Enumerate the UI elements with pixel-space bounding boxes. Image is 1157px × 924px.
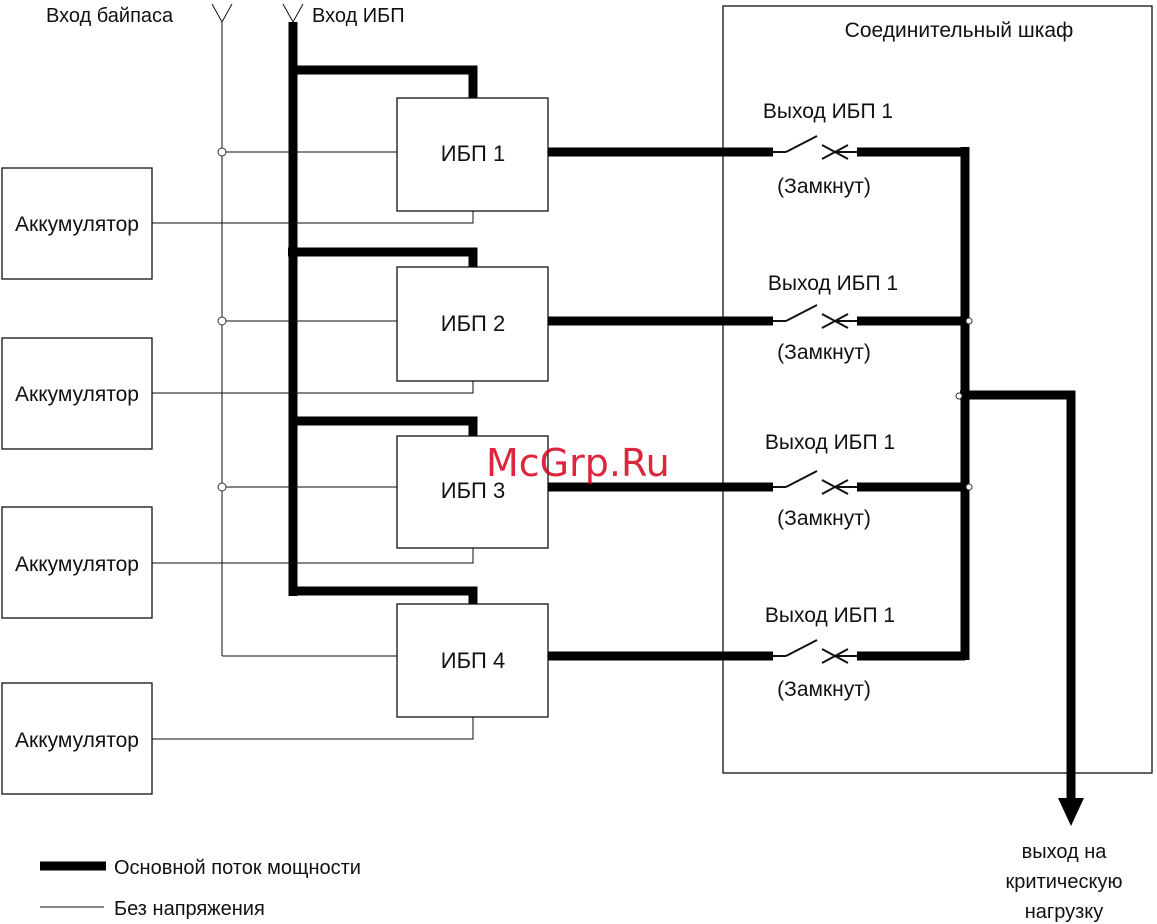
breaker-label: Выход ИБП 1 <box>768 272 898 295</box>
output-arrow-icon <box>1058 798 1084 826</box>
ups-label: ИБП 2 <box>441 311 505 336</box>
ups-input-terminal-icon <box>283 4 303 22</box>
output-junction-icon <box>966 484 972 490</box>
ups-label: ИБП 1 <box>441 141 505 166</box>
battery-2: Аккумулятор <box>2 338 152 449</box>
bypass-junction-icon <box>218 317 226 325</box>
output-label-line1: выход на <box>1022 841 1108 863</box>
bypass-junction-icon <box>218 148 226 156</box>
output-label-line2: критическую <box>1006 871 1123 893</box>
breaker-state: (Замкнут) <box>777 678 871 701</box>
ups-unit-1: ИБП 1 <box>397 98 548 211</box>
output-junction-icon <box>956 393 962 399</box>
breaker-state: (Замкнут) <box>777 175 871 198</box>
breaker-label: Выход ИБП 1 <box>765 604 895 627</box>
breaker-label: Выход ИБП 1 <box>765 431 895 454</box>
bypass-taps <box>218 148 397 656</box>
legend-no-voltage-label: Без напряжения <box>114 898 265 920</box>
battery-label: Аккумулятор <box>15 729 139 752</box>
breaker-state: (Замкнут) <box>777 507 871 530</box>
battery-label: Аккумулятор <box>15 213 139 236</box>
ups-unit-4: ИБП 4 <box>397 604 548 717</box>
ups-label: ИБП 4 <box>441 648 505 673</box>
battery-1: Аккумулятор <box>2 168 152 279</box>
breaker-state: (Замкнут) <box>777 341 871 364</box>
legend: Основной поток мощности Без напряжения <box>40 857 361 920</box>
ups-unit-2: ИБП 2 <box>397 267 548 381</box>
breaker-label: Выход ИБП 1 <box>763 100 893 123</box>
output-label-line3: нагрузку <box>1025 901 1104 923</box>
battery-3: Аккумулятор <box>2 507 152 618</box>
cabinet-title: Соединительный шкаф <box>845 19 1074 42</box>
bypass-input-label: Вход байпаса <box>46 5 174 27</box>
bypass-junction-icon <box>218 483 226 491</box>
bypass-input-terminal-icon <box>212 4 232 656</box>
output-junction-icon <box>966 318 972 324</box>
battery-4: Аккумулятор <box>2 683 152 794</box>
watermark: McGrp.Ru <box>486 441 670 485</box>
ups-input-label: Вход ИБП <box>312 5 405 27</box>
battery-label: Аккумулятор <box>15 383 139 406</box>
battery-label: Аккумулятор <box>15 553 139 576</box>
legend-main-flow-label: Основной поток мощности <box>114 857 361 879</box>
